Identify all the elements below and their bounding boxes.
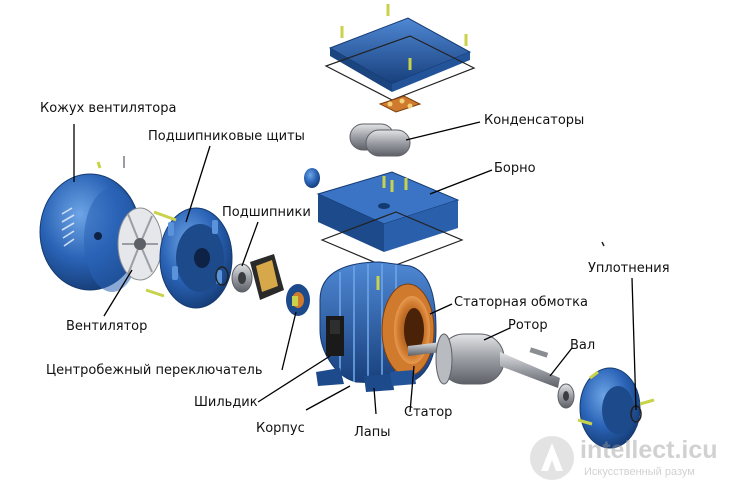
leader-bearing-shields (185, 145, 211, 223)
label-seals: Уплотнения (588, 261, 670, 276)
bearing-part (215, 263, 253, 293)
cable-gland (304, 168, 320, 188)
leader-fan (103, 269, 133, 317)
terminal-block (378, 95, 422, 113)
watermark-logo-icon (530, 436, 574, 480)
rear-bearing-shield (145, 207, 233, 309)
label-rotor: Ротор (508, 318, 548, 333)
label-centrifugal-switch: Центробежный переключатель (46, 363, 263, 378)
housing-part (316, 261, 437, 392)
leader-bearings (241, 221, 259, 267)
leader-centrifugal-switch (281, 311, 297, 371)
label-feet: Лапы (354, 425, 391, 440)
loose-mark (601, 241, 605, 247)
leader-stator-winding (429, 303, 453, 315)
label-bearings: Подшипники (222, 205, 311, 220)
front-bearing (557, 383, 575, 409)
rotor-part (408, 333, 560, 388)
label-bearing-shields: Подшипниковые щиты (148, 129, 305, 144)
centrifugal-switch-part (286, 284, 310, 316)
leader-lines (73, 121, 637, 415)
label-capacitors: Конденсаторы (484, 113, 585, 128)
terminal-box-lid (324, 4, 476, 101)
watermark-tagline: Искусственный разум (584, 466, 695, 478)
leader-feet (373, 387, 377, 415)
leader-rotor (483, 327, 511, 341)
label-nameplate: Шильдик (194, 395, 258, 410)
leader-stator (409, 365, 415, 413)
capacitors-part (349, 123, 411, 157)
leader-shaft (549, 347, 573, 377)
label-stator: Статор (404, 405, 453, 420)
shaft-key (529, 347, 549, 358)
front-bearing-shield (577, 367, 655, 449)
fan-part (117, 207, 163, 281)
label-shaft: Вал (570, 338, 596, 353)
label-terminal-box: Борно (494, 161, 536, 176)
label-fan: Вентилятор (66, 319, 148, 334)
loose-screw (96, 161, 102, 169)
leader-capacitors (405, 121, 481, 141)
leader-terminal-box (429, 169, 493, 195)
gasket-plate (250, 254, 284, 300)
leader-nameplate (257, 355, 331, 403)
label-housing: Корпус (256, 421, 305, 436)
leader-seals (631, 277, 637, 411)
watermark-brand: intellect.icu (580, 436, 718, 464)
fan-cover-part (39, 173, 141, 292)
terminal-box-base (316, 171, 464, 269)
label-fan-cover: Кожух вентилятора (40, 101, 177, 116)
leader-housing (305, 385, 351, 411)
label-stator-winding: Статорная обмотка (454, 295, 588, 310)
watermark: intellect.icu Искусственный разум (528, 434, 728, 484)
